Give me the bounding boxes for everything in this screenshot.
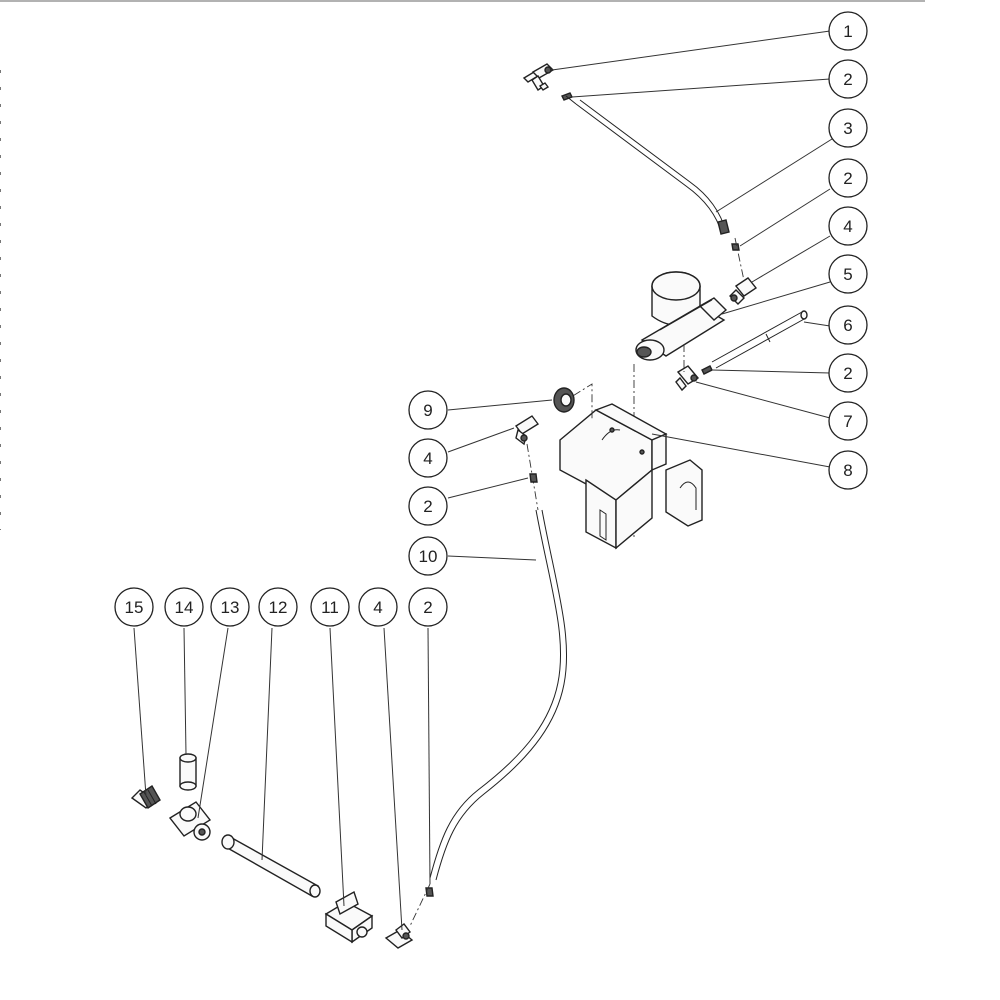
svg-text:1: 1 [843,22,852,41]
svg-text:13: 13 [221,598,240,617]
part-11-valve [324,890,374,944]
callout-1: 1 [828,11,868,51]
part-7-elbow [675,365,700,392]
svg-text:8: 8 [843,461,852,480]
svg-text:9: 9 [423,401,432,420]
svg-text:2: 2 [423,497,432,516]
part-15-threaded-fitting [130,785,161,809]
callout-4-a: 4 [828,206,868,246]
part-5-master-cylinder [635,271,728,361]
svg-text:6: 6 [843,316,852,335]
part-14-nipple [179,753,197,791]
svg-text:10: 10 [419,547,438,566]
part-2-ferrule-right-lower [701,365,713,375]
callout-15: 15 [114,587,154,627]
part-4-elbow-upper [729,277,758,305]
svg-text:7: 7 [843,412,852,431]
callout-5: 5 [828,254,868,294]
part-3-tube [575,99,730,235]
callout-8: 8 [828,450,868,490]
part-9-nut [553,387,575,413]
callout-11: 11 [310,587,350,627]
svg-text:12: 12 [269,598,288,617]
part-2-ferrule-middle [529,473,538,483]
callout-6: 6 [828,305,868,345]
part-10-hose [429,509,568,881]
leader-lines [133,30,833,931]
callout-13: 13 [210,587,250,627]
svg-text:15: 15 [125,598,144,617]
callout-3: 3 [828,108,868,148]
callout-12: 12 [258,587,298,627]
callout-2-a: 2 [828,59,868,99]
svg-text:2: 2 [843,70,852,89]
callout-9: 9 [408,390,448,430]
svg-text:2: 2 [843,169,852,188]
callout-bubbles: 1 2 3 2 4 5 6 2 7 8 9 4 2 10 15 14 13 12… [114,11,868,627]
svg-text:11: 11 [321,598,339,617]
part-2-ferrule-bottom [409,883,434,927]
callout-10: 10 [408,536,448,576]
part-8-bracket [559,403,703,550]
svg-text:4: 4 [373,598,382,617]
callout-2-e: 2 [408,587,448,627]
part-13-tee [168,801,212,841]
callout-2-b: 2 [828,158,868,198]
svg-text:4: 4 [843,217,852,236]
part-1-tee-fitting [522,63,555,91]
callout-7: 7 [828,401,868,441]
part-6-rod [711,310,808,369]
part-2-ferrule-top [561,92,577,105]
svg-text:4: 4 [423,449,432,468]
part-4-elbow-middle [514,415,540,446]
svg-text:2: 2 [423,598,432,617]
callout-4-b: 4 [408,438,448,478]
part-4-elbow-bottom [384,923,414,949]
svg-text:2: 2 [843,364,852,383]
svg-text:5: 5 [843,265,852,284]
part-12-tube [221,834,321,898]
callout-2-d: 2 [408,486,448,526]
callout-4-c: 4 [358,587,398,627]
svg-text:3: 3 [843,119,852,138]
callout-2-c: 2 [828,353,868,393]
svg-text:14: 14 [175,598,194,617]
callout-14: 14 [164,587,204,627]
